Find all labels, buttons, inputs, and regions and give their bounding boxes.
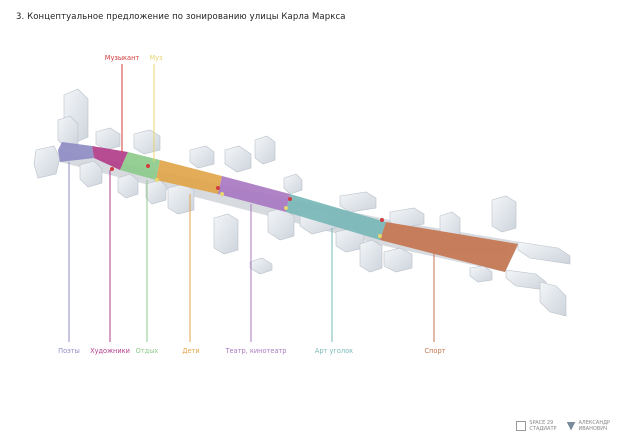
- zone-segment-kids: [156, 160, 222, 194]
- marker-muz-4: [378, 234, 382, 238]
- zone-segment-poets: [58, 142, 94, 162]
- square-logo-icon: [516, 421, 527, 431]
- marker-musician-2: [146, 164, 150, 168]
- zone-segment-sport: [380, 222, 518, 272]
- zone-label-theatre: Театр, кинотеатр: [225, 347, 287, 355]
- brand-right-text: АЛЕКСАНДР ИВАНОВИЧ: [578, 420, 610, 432]
- marker-muz-2: [220, 192, 224, 196]
- brand-left: SPACE 29 СТАДИАТР: [516, 420, 557, 432]
- brand-right: АЛЕКСАНДР ИВАНОВИЧ: [566, 420, 610, 432]
- zone-label-kids: Дети: [182, 347, 199, 355]
- zone-label-poets: Поэты: [58, 347, 80, 355]
- zone-segments: [58, 142, 518, 272]
- zone-label-sport: Спорт: [425, 347, 446, 355]
- brand-logos: SPACE 29 СТАДИАТР АЛЕКСАНДР ИВАНОВИЧ: [516, 420, 610, 432]
- zone-segment-rest: [120, 152, 160, 180]
- zone-segment-artists: [92, 146, 128, 170]
- zone-segment-theatre: [218, 176, 290, 212]
- zone-segment-art-corner: [286, 194, 386, 240]
- zone-label-rest: Отдых: [136, 347, 159, 355]
- marker-musician-5: [380, 218, 384, 222]
- zone-label-muz: Муз: [149, 54, 163, 62]
- triangle-logo-icon: [566, 421, 576, 431]
- marker-musician-4: [288, 197, 292, 201]
- zone-label-artists: Художники: [90, 347, 130, 355]
- marker-muz-1: [155, 178, 159, 182]
- zone-label-musician: Музыкант: [105, 54, 140, 62]
- zone-markers: [110, 164, 384, 238]
- marker-muz-3: [284, 206, 288, 210]
- marker-musician-1: [110, 167, 114, 171]
- zone-label-art-corner: Арт уголок: [315, 347, 353, 355]
- page-title: 3. Концептуальное предложение по зониров…: [16, 12, 346, 22]
- brand-left-text: SPACE 29 СТАДИАТР: [529, 420, 557, 432]
- marker-musician-3: [216, 186, 220, 190]
